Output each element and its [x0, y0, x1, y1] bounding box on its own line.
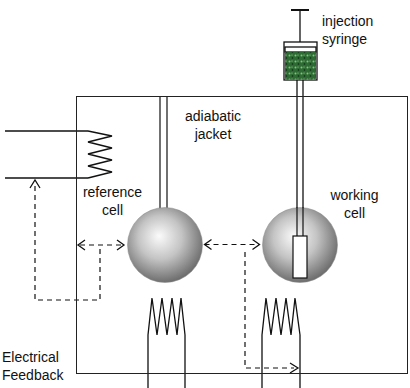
jacket-heater — [5, 131, 112, 178]
reference-stem — [160, 96, 167, 212]
reference-heater — [148, 298, 185, 388]
cell-sphere — [262, 207, 338, 283]
syringe-label: injection syringe — [322, 12, 382, 48]
cell-label: reference cell — [77, 183, 149, 219]
adiabatic-jacket: adiabatic jacket reference cell working ce… — [76, 96, 408, 374]
injection-syringe — [284, 10, 317, 212]
working-heater — [262, 298, 300, 388]
feedback-line — [35, 186, 294, 368]
cell-label: working cell — [324, 186, 386, 222]
feedback-arrowhead — [30, 180, 298, 373]
working-cell: working cell — [262, 207, 338, 283]
feedback-label: Electrical Feedback — [2, 348, 76, 384]
cell-sphere — [127, 207, 203, 283]
reference-cell: reference cell — [127, 207, 203, 283]
cell-label: adiabatic jacket — [175, 107, 251, 143]
feedback-arrow — [205, 240, 260, 250]
